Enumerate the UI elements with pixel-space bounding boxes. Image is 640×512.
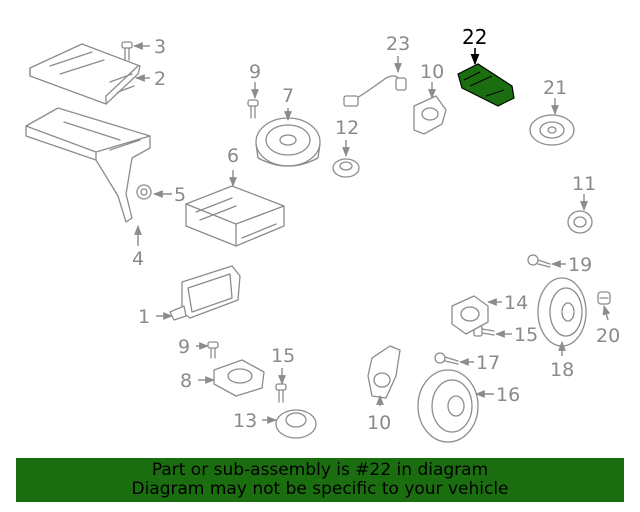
callout-9-lower: 9: [178, 336, 190, 358]
part-9-screw-lower: [207, 341, 219, 359]
callout-19: 19: [568, 254, 592, 276]
callout-11: 11: [572, 173, 596, 195]
part-6-control-unit: [185, 185, 285, 247]
part-3-bolt: [121, 41, 133, 61]
banner-line-2: Diagram may not be specific to your vehi…: [131, 479, 509, 499]
callout-1: 1: [138, 306, 150, 328]
part-10-upper-bracket: [413, 95, 447, 135]
part-18-woofer: [537, 277, 587, 347]
callout-3: 3: [154, 36, 166, 58]
part-11-tweeter: [567, 210, 593, 234]
part-4-bracket: [25, 107, 151, 223]
callout-15-upper: 15: [271, 345, 295, 367]
callout-2: 2: [154, 68, 166, 90]
callout-13: 13: [233, 410, 257, 432]
part-23-cable: [343, 75, 407, 107]
part-21-speaker: [529, 114, 575, 146]
callout-10-lower: 10: [367, 412, 391, 434]
callout-8: 8: [180, 370, 192, 392]
callout-9-upper: 9: [249, 61, 261, 83]
part-12-grommet: [332, 158, 360, 178]
banner-line-1: Part or sub-assembly is #22 in diagram: [151, 460, 489, 480]
part-19-screw: [527, 254, 551, 268]
part-17-screw: [434, 352, 459, 365]
part-2-bracket: [29, 43, 141, 105]
part-7-speaker: [255, 117, 321, 167]
part-9-screw-upper: [247, 99, 259, 119]
part-22-highlighted: [457, 63, 515, 107]
callout-10-upper: 10: [420, 61, 444, 83]
callout-5: 5: [174, 184, 186, 206]
callout-labels: 3 2 4 5 6 7 9 9 12 23 10 22 21 11 1 8 15…: [132, 25, 620, 434]
part-15-bolt-upper: [275, 383, 287, 403]
part-13-tweeter: [275, 409, 317, 439]
part-14-speaker: [451, 295, 489, 335]
part-16-woofer: [417, 369, 479, 443]
part-1-display: [169, 265, 241, 321]
part-10-lower-bracket: [367, 345, 401, 399]
part-5-nut: [136, 184, 152, 200]
callout-18: 18: [550, 359, 574, 381]
callout-7: 7: [282, 85, 294, 107]
callout-16: 16: [496, 384, 520, 406]
leader-lines: [133, 42, 611, 424]
callout-6: 6: [227, 145, 239, 167]
callout-23: 23: [386, 33, 410, 55]
callout-4: 4: [132, 248, 144, 270]
part-8-speaker: [213, 359, 265, 397]
callout-22: 22: [462, 25, 487, 49]
callout-20: 20: [596, 325, 620, 347]
callout-15-lower: 15: [514, 324, 538, 346]
callout-21: 21: [543, 77, 567, 99]
callout-12: 12: [335, 117, 359, 139]
callout-14: 14: [504, 292, 528, 314]
part-20-clip: [597, 291, 611, 305]
highlight-banner: Part or sub-assembly is #22 in diagram D…: [16, 458, 624, 502]
callout-17: 17: [476, 352, 500, 374]
